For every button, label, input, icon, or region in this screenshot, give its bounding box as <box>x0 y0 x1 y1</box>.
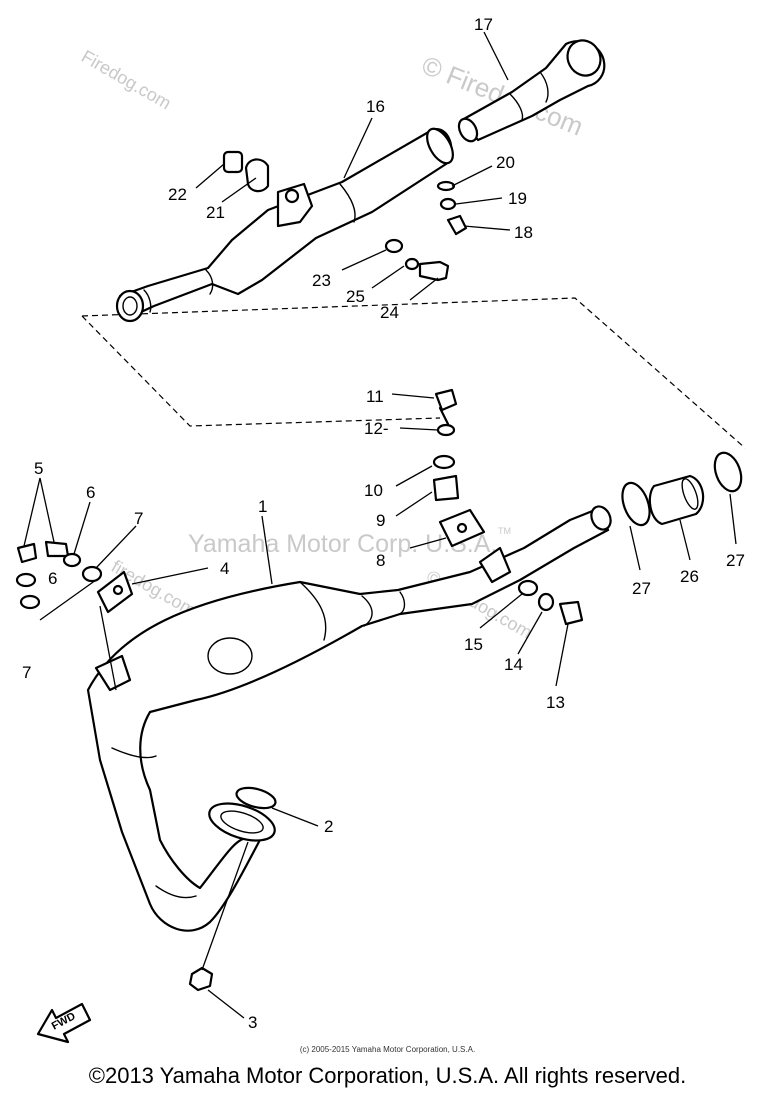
bolt-11 <box>434 388 458 412</box>
callout-7a: 7 <box>134 509 143 528</box>
joint-and-clamps <box>621 451 743 527</box>
washer-14 <box>537 592 555 612</box>
assembly-dashed-line <box>81 297 746 449</box>
callout-4: 4 <box>220 559 229 578</box>
grommet-21 <box>244 158 270 193</box>
callout-13: 13 <box>546 693 565 712</box>
left-hardware <box>15 540 103 610</box>
callout-8: 8 <box>376 551 385 570</box>
callout-19: 19 <box>508 189 527 208</box>
callout-21: 21 <box>206 203 225 222</box>
callout-20: 20 <box>496 153 515 172</box>
callout-6a: 6 <box>86 483 95 502</box>
watermark-firedog-left: Firedog.com <box>78 46 175 113</box>
damper-9 <box>432 474 460 502</box>
bracket-4 <box>94 570 134 692</box>
callout-labels: 16 17 22 21 20 19 18 23 25 24 11 12- 10 … <box>22 15 745 1032</box>
washer-25 <box>404 257 420 271</box>
watermark-tm: TM <box>498 526 511 536</box>
callout-12: 12- <box>364 419 389 438</box>
leader-lines <box>23 31 737 1019</box>
collar-10 <box>432 454 456 470</box>
callout-18: 18 <box>514 223 533 242</box>
callout-3: 3 <box>248 1013 257 1032</box>
joint-26 <box>648 474 705 526</box>
callout-10: 10 <box>364 481 383 500</box>
callout-23: 23 <box>312 271 331 290</box>
callout-27a: 27 <box>632 579 651 598</box>
washer-20 <box>436 180 456 192</box>
callout-15: 15 <box>464 635 483 654</box>
callout-24: 24 <box>380 303 399 322</box>
copyright-small: (c) 2005-2015 Yamaha Motor Corporation, … <box>299 1045 476 1054</box>
gasket-2 <box>235 786 277 810</box>
callout-25: 25 <box>346 287 365 306</box>
rear-hardware <box>517 579 584 626</box>
callout-26: 26 <box>680 567 699 586</box>
upper-hardware <box>222 150 468 282</box>
callout-7b: 7 <box>22 663 31 682</box>
callout-27b: 27 <box>726 551 745 570</box>
tail-pipe-17 <box>457 39 606 143</box>
nut-3 <box>188 966 214 992</box>
callout-9: 9 <box>376 511 385 530</box>
callout-14: 14 <box>504 655 523 674</box>
fwd-arrow-icon: FWD <box>36 1002 92 1044</box>
callout-16: 16 <box>366 97 385 116</box>
nut-18 <box>446 214 468 236</box>
mount-hardware <box>432 388 460 502</box>
callout-11: 11 <box>366 387 384 406</box>
callout-5: 5 <box>34 459 43 478</box>
callout-1: 1 <box>258 497 267 516</box>
bolt-24 <box>418 260 450 282</box>
washer-23 <box>384 238 404 254</box>
bracket-8 <box>438 508 512 584</box>
callout-22: 22 <box>168 185 187 204</box>
washer-19 <box>439 197 457 211</box>
bolt-13 <box>558 600 584 626</box>
gasket-and-nut <box>188 786 277 992</box>
callout-6b: 6 <box>48 569 57 588</box>
clamp-27-left <box>621 481 651 527</box>
callout-17: 17 <box>474 15 493 34</box>
exhaust-pipe-1 <box>86 505 612 932</box>
copyright-notice: ©2013 Yamaha Motor Corporation, U.S.A. A… <box>88 1063 687 1088</box>
bushing-22 <box>222 150 244 174</box>
washer-15 <box>517 579 539 597</box>
washer-12 <box>436 423 456 437</box>
clamp-27-right <box>713 451 743 493</box>
callout-2: 2 <box>324 817 333 836</box>
silencer-16 <box>115 127 454 323</box>
